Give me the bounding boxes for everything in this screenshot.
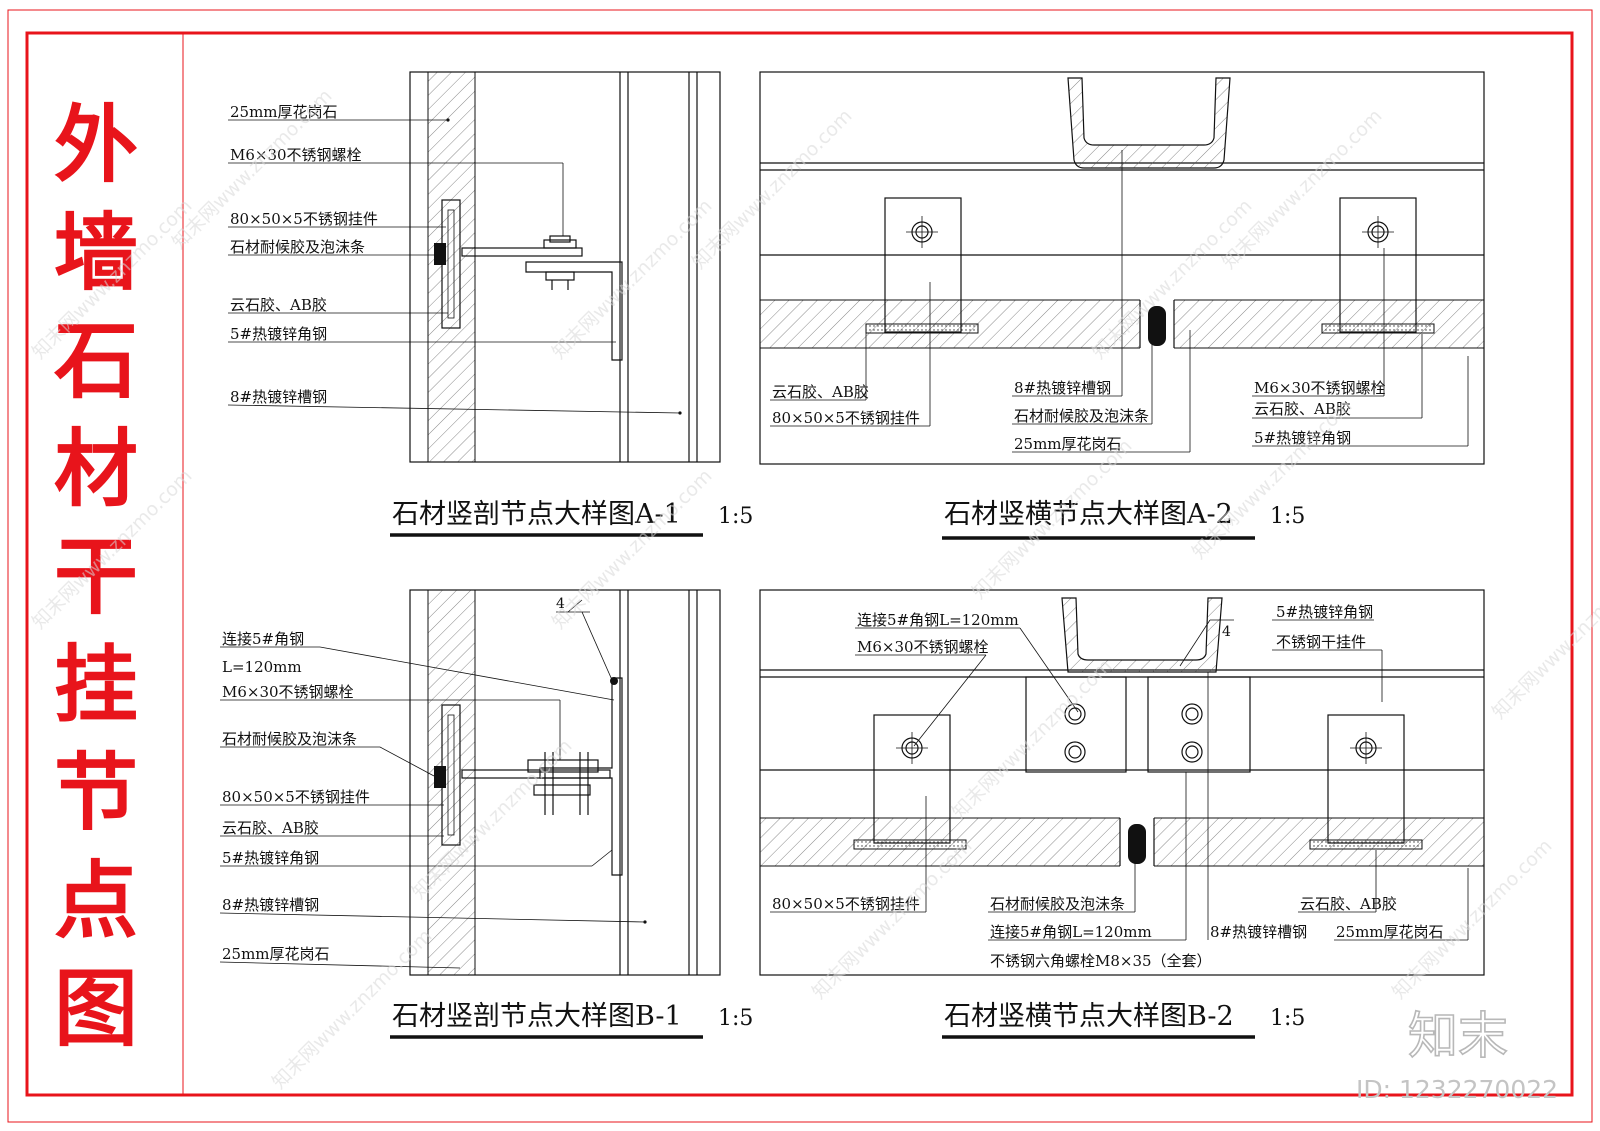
callout-label: 25mm厚花岗石 — [222, 945, 330, 963]
detail-a1-labels: 25mm厚花岗石 M6×30不锈钢螺栓 80×50×5不锈钢挂件石材耐候胶及泡沫条云… — [230, 103, 378, 406]
detail-b2-weld-mark: 4 — [1222, 624, 1231, 640]
callout-label: 8#热镀锌槽钢 — [1014, 379, 1111, 397]
watermark-layer: 知末网www.znzmo.com知末网www.znzmo.com知末网www.z… — [28, 85, 1600, 1094]
callout-label: 不锈钢六角螺栓M8×35（全套） — [990, 952, 1212, 970]
callout-label: 8#热镀锌槽钢 — [1210, 923, 1307, 941]
callout-label: 5#热镀锌角钢 — [1254, 429, 1351, 447]
callout-label: 5#热镀锌角钢 — [230, 325, 327, 343]
outer-frame — [7, 9, 1593, 1123]
detail-a2-drawing — [759, 71, 1485, 465]
callout-label: 云石胶、AB胶 — [1300, 895, 1397, 913]
callout-label: 5#热镀锌角钢 — [1276, 603, 1373, 621]
callout-label: L=120mm — [222, 658, 302, 676]
callout-label: 连接5#角钢 — [222, 630, 304, 648]
callout-label: 石材耐候胶及泡沫条 — [1014, 407, 1149, 425]
callout-label: 石材耐候胶及泡沫条 — [230, 238, 365, 256]
detail-b1-scale: 1:5 — [718, 1006, 753, 1031]
sheet-title-char: 材 — [54, 420, 138, 518]
detail-b1-weld-mark: 4 — [556, 596, 565, 612]
watermark-logo: 知末 — [1408, 1007, 1508, 1065]
sheet-title-char: 干 — [54, 528, 138, 626]
callout-label: 云石胶、AB胶 — [1254, 400, 1351, 418]
detail-b2-labels: 连接5#角钢L=120mmM6×30不锈钢螺栓5#热镀锌角钢不锈钢干挂件80×5… — [772, 603, 1444, 970]
detail-b1-title: 石材竖剖节点大样图B-1 — [392, 1001, 682, 1032]
sheet-title-char: 点 — [54, 852, 138, 950]
watermark-text: 知末网www.znzmo.com — [688, 105, 857, 274]
watermark-text: 知末网www.znzmo.com — [548, 465, 717, 634]
watermark-text: 知末网www.znzmo.com — [1188, 395, 1357, 564]
callout-label: 80×50×5不锈钢挂件 — [772, 895, 920, 913]
callout-label: 80×50×5不锈钢挂件 — [230, 210, 378, 228]
callout-label: 连接5#角钢L=120mm — [990, 923, 1152, 941]
callout-label: 连接5#角钢L=120mm — [857, 611, 1019, 629]
callout-label: 80×50×5不锈钢挂件 — [772, 409, 920, 427]
detail-b2-scale: 1:5 — [1270, 1006, 1305, 1031]
callout-label: 25mm厚花岗石 — [1014, 435, 1122, 453]
callout-label: 石材耐候胶及泡沫条 — [990, 895, 1125, 913]
callout-label: 云石胶、AB胶 — [222, 819, 319, 837]
callout-label: 云石胶、AB胶 — [230, 296, 327, 314]
detail-a1-scale: 1:5 — [718, 504, 753, 529]
callout-label: 不锈钢干挂件 — [1276, 633, 1366, 651]
callout-label: 25mm厚花岗石 — [230, 103, 338, 121]
watermark-text: 知末网www.znzmo.com — [1218, 105, 1387, 274]
callout-label: 8#热镀锌槽钢 — [222, 896, 319, 914]
callout-label: 80×50×5不锈钢挂件 — [222, 788, 370, 806]
sheet-title-char: 墙 — [54, 204, 138, 302]
sheet-title-char: 石 — [54, 312, 138, 410]
detail-a1-title: 石材竖剖节点大样图A-1 — [392, 499, 681, 530]
watermark-text: 知末网www.znzmo.com — [1488, 555, 1600, 724]
sheet-title-char: 外 — [54, 96, 138, 194]
detail-b2-drawing: 4 — [759, 589, 1485, 976]
detail-b1-drawing: 4 — [219, 589, 721, 976]
sheet-title-char: 节 — [54, 744, 138, 842]
inner-frame — [25, 31, 1574, 1097]
detail-b2-title: 石材竖横节点大样图B-2 — [944, 1001, 1234, 1032]
callout-label: M6×30不锈钢螺栓 — [230, 146, 362, 164]
callout-label: 8#热镀锌槽钢 — [230, 388, 327, 406]
watermark-id: ID: 1232270022 — [1356, 1075, 1558, 1104]
callout-label: 5#热镀锌角钢 — [222, 849, 319, 867]
sheet-title-char: 图 — [54, 960, 138, 1058]
sheet-title-char: 挂 — [54, 636, 138, 734]
detail-a2-title: 石材竖横节点大样图A-2 — [944, 499, 1233, 530]
callout-label: M6×30不锈钢螺栓 — [1254, 379, 1386, 397]
callout-label: 25mm厚花岗石 — [1336, 923, 1444, 941]
callout-label: 云石胶、AB胶 — [772, 383, 869, 401]
callout-label: M6×30不锈钢螺栓 — [857, 638, 989, 656]
callout-label: 石材耐候胶及泡沫条 — [222, 730, 357, 748]
detail-a1-drawing — [227, 71, 721, 463]
detail-a2-scale: 1:5 — [1270, 504, 1305, 529]
watermark-text: 知末网www.znzmo.com — [948, 655, 1117, 824]
watermark-text: 知末网www.znzmo.com — [548, 195, 717, 364]
callout-label: M6×30不锈钢螺栓 — [222, 683, 354, 701]
